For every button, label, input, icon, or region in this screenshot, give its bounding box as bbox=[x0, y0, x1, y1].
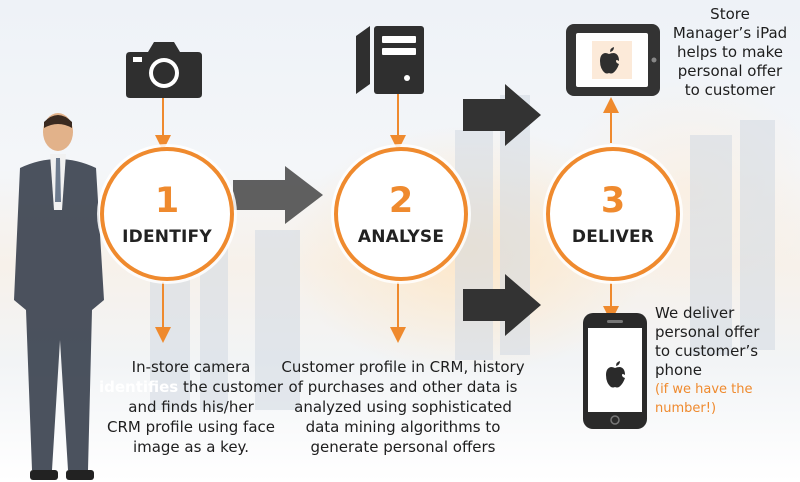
desc-line: generate personal offers bbox=[310, 438, 496, 456]
phone-line: We deliver bbox=[655, 304, 735, 322]
phone-note-line: (if we have the bbox=[655, 382, 753, 397]
step-deliver-circle: 3 DELIVER bbox=[546, 147, 680, 281]
identify-description: In-store camera identifies the customer … bbox=[96, 357, 286, 457]
desc-line: analyzed using sophisticated bbox=[294, 398, 512, 416]
skyline-building bbox=[740, 120, 775, 350]
desc-line: identifies the customer bbox=[96, 377, 286, 397]
step-title: IDENTIFY bbox=[122, 227, 212, 247]
ipad-description: Store Manager’s iPad helps to make perso… bbox=[662, 5, 798, 100]
skyline-building bbox=[690, 135, 732, 355]
desc-line: and finds his/her bbox=[128, 398, 254, 416]
ipad-line: Store bbox=[710, 5, 750, 23]
businessman-figure bbox=[14, 113, 104, 480]
phone-note-line: number!) bbox=[655, 401, 717, 416]
desc-line-rest: the customer bbox=[178, 378, 284, 396]
smartphone-icon bbox=[583, 313, 647, 429]
desc-line: of purchases and other data is bbox=[288, 378, 518, 396]
ipad-line: to customer bbox=[684, 81, 776, 99]
step-number: 1 bbox=[154, 181, 180, 221]
desc-line: CRM profile using face bbox=[107, 418, 275, 436]
ipad-line: Manager’s iPad bbox=[672, 24, 788, 42]
step-analyse-circle: 2 ANALYSE bbox=[334, 147, 468, 281]
desc-line: data mining algorithms to bbox=[305, 418, 501, 436]
step-title: ANALYSE bbox=[357, 227, 445, 247]
desc-line: In-store camera bbox=[131, 358, 251, 376]
ipad-icon bbox=[566, 24, 660, 96]
phone-line: to customer’s bbox=[655, 342, 759, 360]
phone-line: phone bbox=[655, 361, 702, 379]
step-identify-circle: 1 IDENTIFY bbox=[100, 147, 234, 281]
arrow-identify-to-analyse bbox=[233, 166, 323, 224]
arrow-to-phone bbox=[463, 274, 541, 336]
desc-line: image as a key. bbox=[132, 438, 250, 456]
server-icon bbox=[356, 26, 424, 94]
camera-icon bbox=[126, 42, 202, 98]
ipad-line: helps to make bbox=[676, 43, 784, 61]
desc-line: Customer profile in CRM, history bbox=[281, 358, 525, 376]
step-number: 2 bbox=[388, 181, 414, 221]
skyline-building bbox=[455, 130, 493, 360]
skyline-building bbox=[255, 230, 300, 410]
phone-description: We deliver personal offer to customer’s … bbox=[655, 304, 795, 418]
step-number: 3 bbox=[600, 181, 626, 221]
ipad-line: personal offer bbox=[677, 62, 783, 80]
step-title: DELIVER bbox=[571, 227, 655, 247]
highlight-word: identifies bbox=[98, 378, 179, 396]
analyse-description: Customer profile in CRM, history of purc… bbox=[278, 357, 528, 457]
arrow-to-ipad bbox=[463, 84, 541, 146]
phone-line: personal offer bbox=[655, 323, 760, 341]
